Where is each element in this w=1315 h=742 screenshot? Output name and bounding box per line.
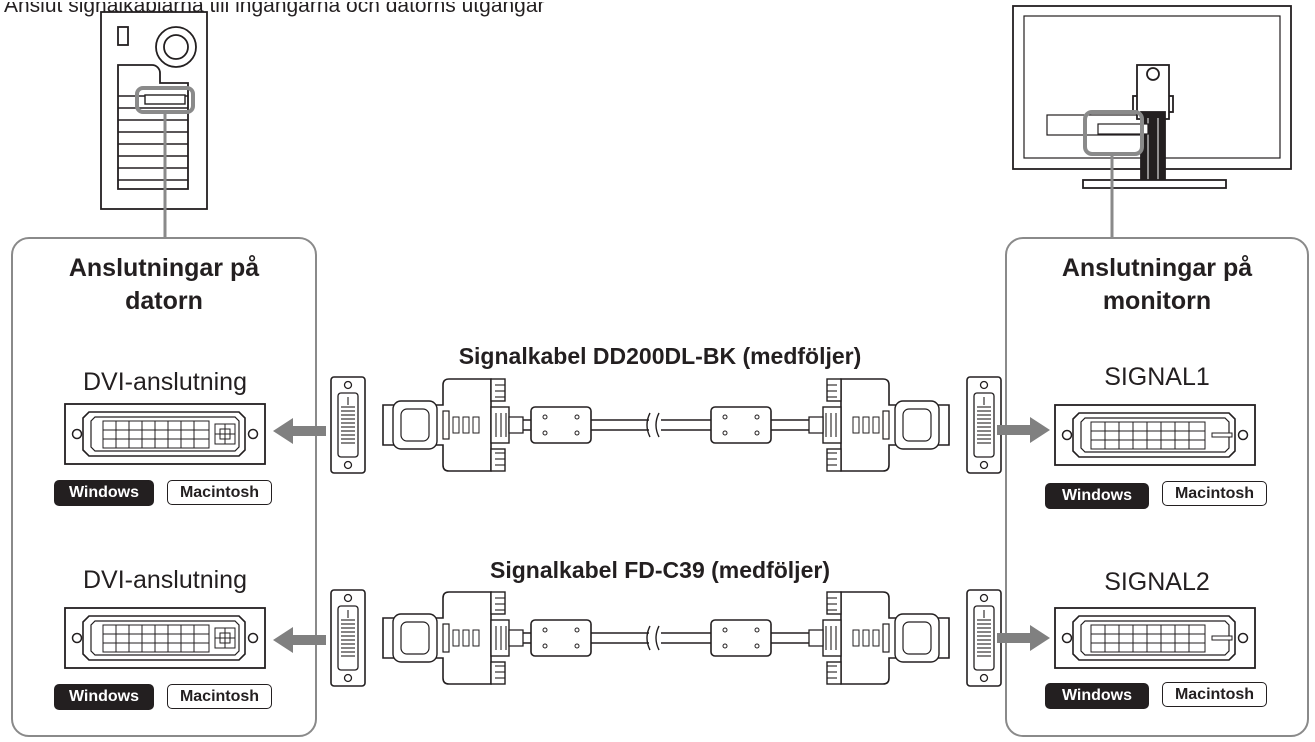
computer-port-1-windows-badge: Windows [54,480,154,506]
cable-fd-c39 [331,590,1001,686]
arrow-right-2 [997,625,1050,651]
computer-panel-title-line2: datorn [125,287,203,315]
monitor-panel-title-line2: monitorn [1102,287,1212,315]
cable-label-1: Signalkabel DD200DL-BK (medföljer) [458,343,862,369]
monitor-panel-title-line1: Anslutningar på [1061,254,1253,282]
arrow-left-2 [273,627,326,653]
computer-port-label-1: DVI-anslutning [83,368,247,396]
computer-port-2-windows-badge: Windows [54,684,154,710]
computer-port-label-2: DVI-anslutning [83,566,247,594]
monitor-panel-title: Anslutningar på monitorn [1005,252,1309,318]
monitor-port-label-2: SIGNAL2 [1104,568,1210,596]
arrow-right-1 [997,417,1050,443]
computer-port-1-mac-badge: Macintosh [167,480,272,505]
cable-label-2: Signalkabel FD-C39 (medföljer) [490,557,830,583]
arrow-left-1 [273,418,326,444]
monitor-dvi-port-1 [1054,404,1256,466]
monitor-port-1-mac-badge: Macintosh [1162,481,1267,506]
computer-panel-title-line1: Anslutningar på [68,254,260,282]
computer-dvi-port-1 [64,403,266,465]
cable-dd200dl-bk [331,377,1001,473]
computer-panel-title: Anslutningar på datorn [11,252,317,318]
monitor-port-2-windows-badge: Windows [1045,683,1149,709]
computer-dvi-port-2 [64,607,266,669]
monitor-dvi-port-2 [1054,607,1256,669]
computer-port-2-mac-badge: Macintosh [167,684,272,709]
monitor-port-1-windows-badge: Windows [1045,483,1149,509]
monitor-port-2-mac-badge: Macintosh [1162,682,1267,707]
monitor-port-label-1: SIGNAL1 [1104,363,1210,391]
